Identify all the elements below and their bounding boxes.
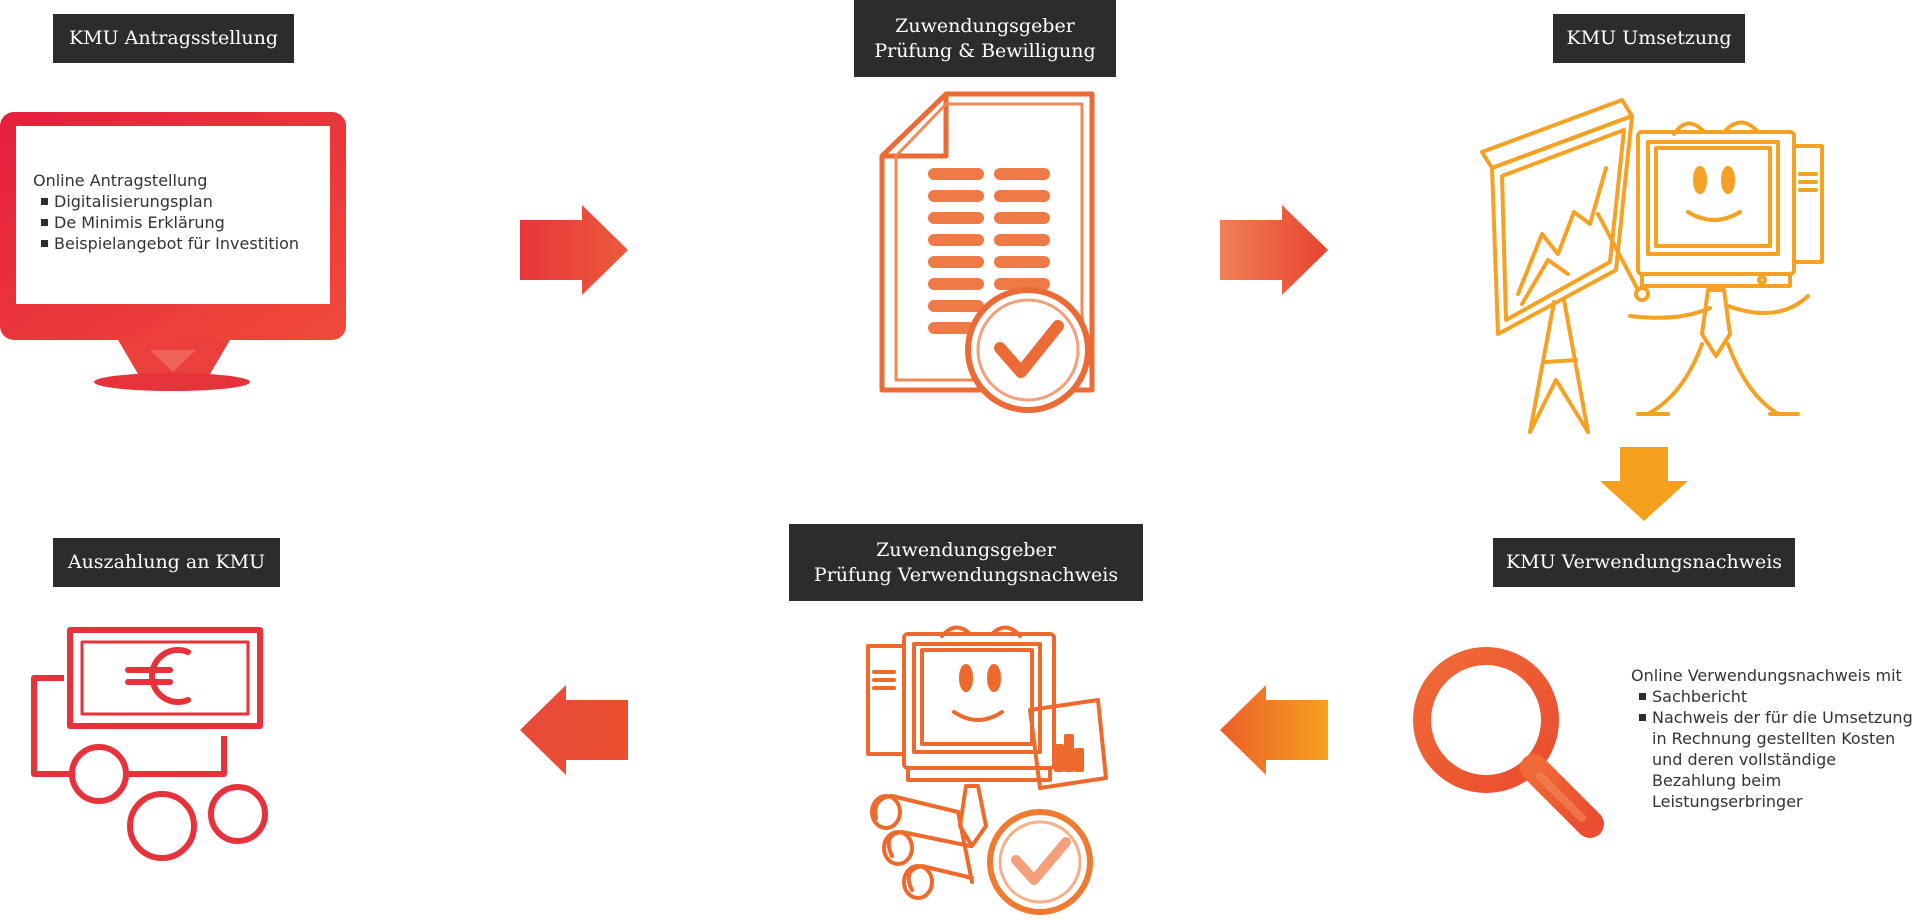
description-list: Digitalisierungsplan De Minimis Erklärun… bbox=[33, 191, 328, 254]
step-label-line: Prüfung Verwendungsnachweis bbox=[813, 563, 1119, 586]
flow-arrow-left-icon bbox=[1220, 685, 1328, 775]
list-item: Digitalisierungsplan bbox=[33, 191, 328, 212]
flow-arrow-left-icon bbox=[520, 685, 628, 775]
step-label-pruefung-verwendungsnachweis: Zuwendungsgeber Prüfung Verwendungsnachw… bbox=[789, 524, 1143, 601]
list-item: Sachbericht bbox=[1631, 686, 1919, 707]
antragsstellung-description: Online Antragstellung Digitalisierungspl… bbox=[33, 170, 328, 254]
step-label-umsetzung: KMU Umsetzung bbox=[1553, 14, 1745, 63]
step-label-antragsstellung: KMU Antragsstellung bbox=[53, 14, 294, 63]
step-label-line: Zuwendungsgeber bbox=[895, 14, 1075, 37]
step-label-line: Auszahlung an KMU bbox=[67, 551, 266, 573]
description-intro: Online Verwendungsnachweis mit bbox=[1631, 666, 1902, 685]
list-item: De Minimis Erklärung bbox=[33, 212, 328, 233]
flow-arrow-down-icon bbox=[1600, 447, 1688, 521]
step-label-line: KMU Verwendungsnachweis bbox=[1505, 551, 1783, 573]
description-list: Sachbericht Nachweis der für die Umsetzu… bbox=[1631, 686, 1919, 812]
list-item: Nachweis der für die Umsetzung in Rechnu… bbox=[1631, 707, 1919, 812]
step-label-auszahlung: Auszahlung an KMU bbox=[53, 538, 280, 587]
step-label-line: KMU Antragsstellung bbox=[68, 27, 279, 49]
step-label-pruefung-bewilligung: Zuwendungsgeber Prüfung & Bewilligung bbox=[854, 0, 1116, 77]
computer-monitor-icon bbox=[0, 112, 346, 391]
step-label-line: KMU Umsetzung bbox=[1566, 27, 1732, 49]
euro-money-icon bbox=[31, 627, 268, 861]
magnifying-glass-icon bbox=[1413, 647, 1604, 838]
list-item: Beispielangebot für Investition bbox=[33, 233, 328, 254]
computer-review-documents-icon bbox=[866, 625, 1108, 915]
approved-document-icon bbox=[879, 91, 1095, 413]
step-label-line: Prüfung & Bewilligung bbox=[874, 39, 1096, 62]
flow-arrow-right-icon bbox=[520, 205, 628, 295]
step-label-verwendungsnachweis: KMU Verwendungsnachweis bbox=[1493, 538, 1795, 587]
description-intro: Online Antragstellung bbox=[33, 171, 208, 190]
flow-arrow-right-icon bbox=[1220, 205, 1328, 295]
step-label-line: Zuwendungsgeber bbox=[876, 538, 1056, 561]
computer-presentation-icon bbox=[1480, 98, 1824, 434]
verwendungsnachweis-description: Online Verwendungsnachweis mit Sachberic… bbox=[1631, 665, 1919, 812]
